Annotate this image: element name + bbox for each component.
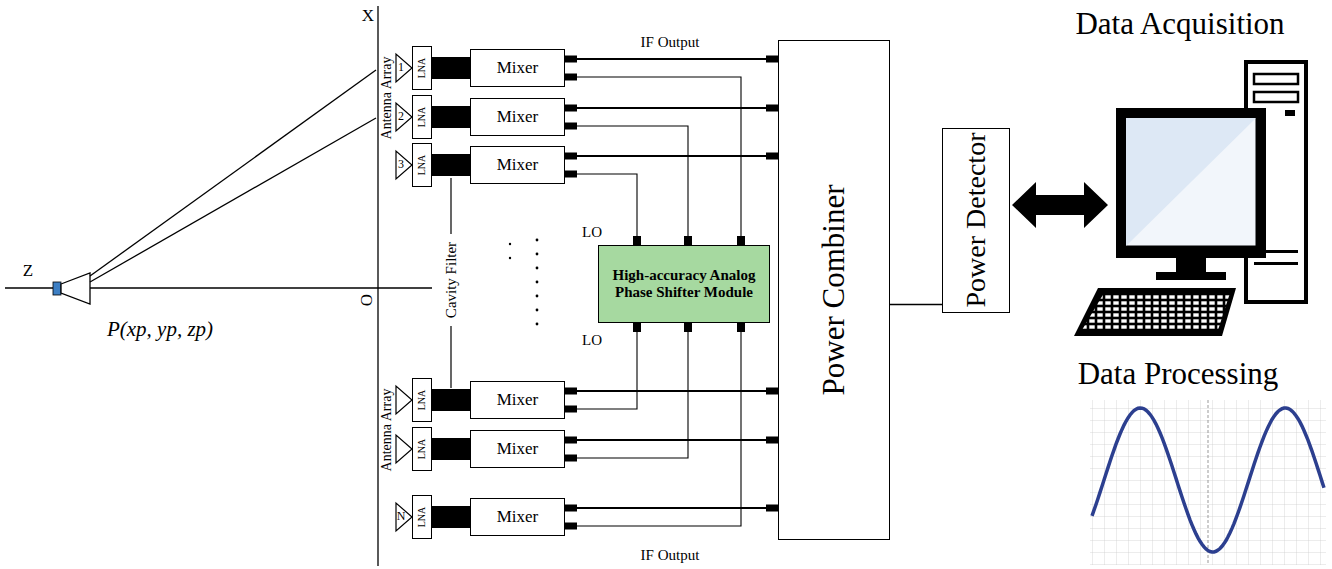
mixer-box: Mixer bbox=[470, 430, 565, 468]
array-label: Antenna Array bbox=[379, 57, 394, 140]
node-text: LNA bbox=[416, 439, 428, 460]
connector bbox=[565, 437, 778, 444]
antenna-elements bbox=[396, 54, 412, 531]
connector bbox=[565, 323, 745, 530]
lna-box: LNA bbox=[412, 143, 432, 187]
filter-label: Cavity Filter bbox=[443, 242, 460, 318]
sine-chart bbox=[1090, 400, 1326, 565]
connector bbox=[565, 123, 692, 246]
connector bbox=[432, 117, 470, 118]
node-text: LNA bbox=[416, 507, 428, 528]
axis-label: X bbox=[362, 7, 374, 26]
connector bbox=[565, 323, 641, 413]
lna-box: LNA bbox=[412, 495, 432, 539]
lna-box: LNA bbox=[412, 427, 432, 471]
point-label: P(xp, yp, zp) bbox=[107, 318, 213, 341]
node-text: LNA bbox=[416, 155, 428, 176]
power-combiner: Power Combiner bbox=[778, 40, 890, 540]
mixer-box: Mixer bbox=[470, 98, 565, 136]
section-title: Data Acquisition bbox=[1075, 7, 1284, 41]
node-text: High-accuracy Analog Phase Shifter Modul… bbox=[604, 267, 764, 302]
callout-number: 3 bbox=[398, 158, 404, 171]
node-text: Mixer bbox=[497, 58, 539, 78]
connector bbox=[565, 105, 778, 112]
connector bbox=[565, 74, 745, 246]
double-arrow bbox=[1012, 182, 1108, 228]
lna-box: LNA bbox=[412, 46, 432, 90]
axis-label: O bbox=[358, 294, 377, 306]
connector bbox=[432, 449, 470, 450]
node-text: LNA bbox=[416, 58, 428, 79]
mixer-box: Mixer bbox=[470, 498, 565, 536]
signal-name: IF Output bbox=[641, 34, 700, 51]
node-text: Mixer bbox=[497, 155, 539, 175]
x-axis bbox=[377, 6, 378, 566]
ellipsis-dots bbox=[509, 239, 539, 326]
node-text: LNA bbox=[416, 107, 428, 128]
signal-name: LO bbox=[582, 224, 602, 241]
node-text: Power Detector bbox=[960, 133, 992, 308]
connector bbox=[432, 517, 470, 518]
connector bbox=[565, 505, 778, 512]
node-text: Mixer bbox=[497, 390, 539, 410]
callout-number: N bbox=[397, 510, 406, 523]
axis-label: Z bbox=[23, 262, 33, 281]
computer-icon bbox=[1074, 62, 1306, 336]
mixer-box: Mixer bbox=[470, 49, 565, 87]
ray bbox=[90, 118, 376, 282]
leader-line bbox=[450, 326, 451, 388]
callout-number: 2 bbox=[398, 110, 404, 123]
ray bbox=[90, 70, 376, 276]
horn-antenna bbox=[61, 273, 90, 304]
lna-box: LNA bbox=[412, 95, 432, 139]
connector bbox=[432, 165, 470, 166]
node-text: Power Combiner bbox=[816, 185, 852, 396]
node-text: Mixer bbox=[497, 107, 539, 127]
section-title: Data Processing bbox=[1078, 357, 1279, 391]
connector bbox=[565, 153, 778, 160]
node-text: LNA bbox=[416, 390, 428, 411]
connector bbox=[432, 400, 470, 401]
mixer-box: Mixer bbox=[470, 146, 565, 184]
callout-number: 1 bbox=[398, 61, 404, 74]
lna-box: LNA bbox=[412, 378, 432, 422]
power-detector: Power Detector bbox=[942, 128, 1010, 313]
array-label: Antenna Array bbox=[379, 389, 394, 472]
connector bbox=[565, 171, 641, 246]
signal-name: LO bbox=[582, 332, 602, 349]
connector bbox=[565, 56, 778, 63]
node-text: Mixer bbox=[497, 439, 539, 459]
connector bbox=[565, 323, 692, 462]
signal-name: IF Output bbox=[641, 547, 700, 564]
connector bbox=[890, 304, 942, 305]
leader-line bbox=[450, 178, 451, 234]
node-text: Mixer bbox=[497, 507, 539, 527]
connector bbox=[432, 68, 470, 69]
mixer-box: Mixer bbox=[470, 381, 565, 419]
phase-shifter-module: High-accuracy Analog Phase Shifter Modul… bbox=[598, 245, 770, 323]
probe bbox=[53, 282, 61, 295]
connector bbox=[565, 388, 778, 395]
